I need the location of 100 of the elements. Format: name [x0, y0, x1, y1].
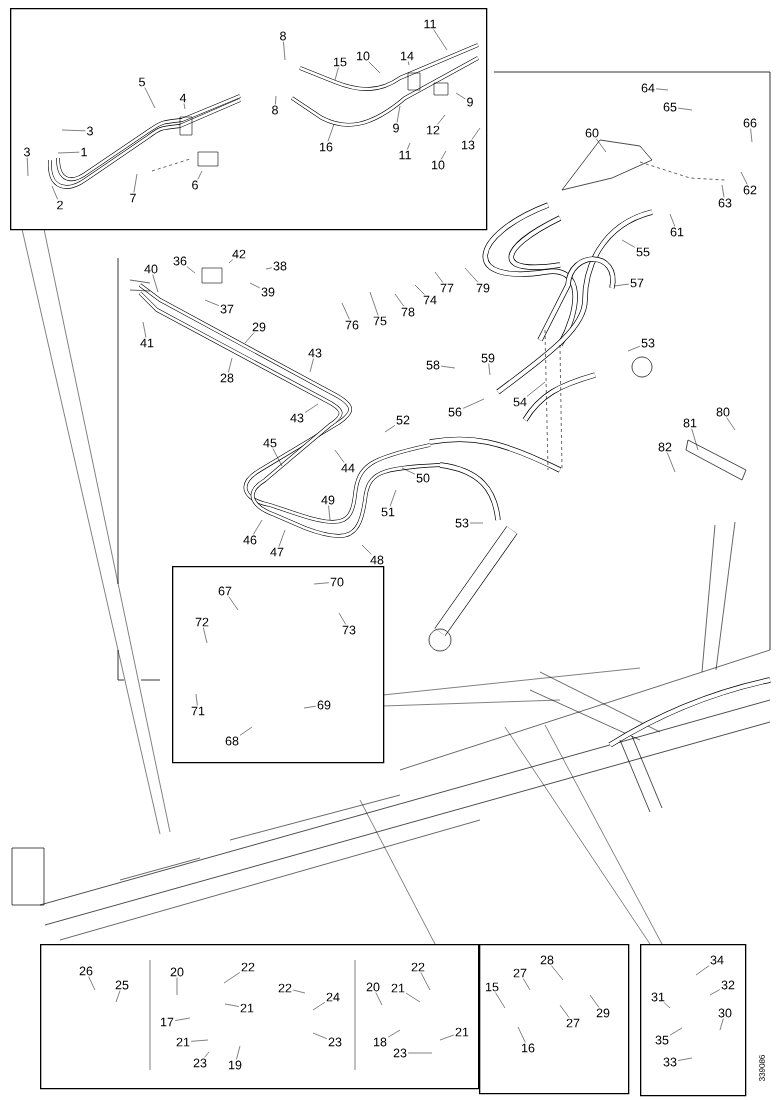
leader-line — [721, 184, 725, 198]
callout-number: 37 — [220, 304, 234, 314]
leader-line — [244, 332, 255, 344]
callout-number: 74 — [423, 295, 437, 305]
callout-number: 28 — [220, 373, 234, 383]
leader-line — [382, 667, 641, 696]
callout-number: 47 — [270, 547, 284, 557]
leader-line — [144, 87, 156, 109]
callout-number: 17 — [161, 1017, 174, 1027]
callout-number: 29 — [252, 322, 266, 332]
callout-number: 72 — [195, 617, 209, 627]
callout-number: 18 — [374, 1037, 387, 1047]
leader-line — [183, 103, 186, 110]
callout-number: 15 — [334, 57, 347, 67]
leader-line — [405, 992, 421, 1003]
leader-line — [361, 544, 372, 555]
leader-line — [368, 61, 381, 74]
callout-number: 9 — [393, 123, 399, 133]
callout-number: 52 — [396, 415, 410, 425]
callout-number: 5 — [139, 77, 145, 87]
leader-line — [283, 41, 286, 61]
callout-number: 43 — [290, 413, 304, 423]
callout-number: 79 — [476, 283, 490, 293]
inset-frame — [40, 944, 480, 1090]
leader-line — [382, 699, 561, 707]
callout-number: 82 — [658, 442, 672, 452]
leader-line — [621, 239, 636, 248]
leader-line — [51, 185, 58, 200]
callout-number: 8 — [272, 105, 278, 115]
leader-line — [228, 357, 233, 373]
leader-line — [338, 612, 346, 625]
leader-line — [401, 467, 416, 475]
callout-number: 19 — [229, 1060, 242, 1070]
leader-line — [719, 1018, 724, 1031]
leader-line — [434, 271, 444, 283]
callout-number: 13 — [462, 140, 475, 150]
callout-number: 23 — [328, 1037, 342, 1047]
callout-number: 78 — [401, 307, 415, 317]
leader-line — [313, 582, 330, 585]
leader-line — [224, 1003, 240, 1007]
leader-line — [236, 1045, 241, 1060]
callout-number: 27 — [513, 968, 527, 978]
callout-number: 4 — [179, 93, 187, 103]
callout-number: 26 — [79, 966, 93, 976]
callout-number: 70 — [330, 577, 344, 587]
callout-number: 22 — [278, 983, 292, 993]
leader-line — [57, 151, 80, 154]
callout-number: 50 — [416, 473, 430, 483]
callout-number: 39 — [261, 287, 275, 297]
leader-line — [726, 417, 736, 431]
inset-frame — [10, 8, 488, 231]
callout-number: 27 — [566, 1018, 580, 1028]
leader-line — [440, 150, 447, 160]
callout-number: 3 — [24, 147, 30, 157]
callout-number: 71 — [191, 706, 205, 716]
leader-line — [21, 228, 161, 835]
leader-line — [750, 128, 753, 143]
callout-number: 77 — [440, 283, 454, 293]
callout-number: 63 — [718, 198, 732, 208]
leader-line — [526, 381, 546, 397]
callout-number: 21 — [455, 1027, 469, 1037]
callout-number: 28 — [540, 955, 554, 965]
leader-line — [228, 259, 234, 264]
callout-number: 62 — [743, 185, 757, 195]
callout-number: 41 — [140, 338, 154, 348]
callout-number: 8 — [280, 31, 286, 41]
callout-number: 35 — [655, 1035, 669, 1045]
callout-number: 60 — [585, 128, 599, 138]
leader-line — [455, 92, 466, 100]
callout-number: 20 — [170, 967, 184, 977]
callout-number: 29 — [596, 1008, 610, 1018]
leader-line — [204, 299, 220, 306]
callout-number: 9 — [467, 97, 473, 107]
callout-number: 22 — [411, 962, 425, 972]
leader-line — [695, 965, 710, 976]
leader-line — [327, 123, 335, 142]
callout-number: 31 — [651, 992, 665, 1002]
callout-number: 64 — [641, 83, 655, 93]
leader-line — [595, 138, 607, 153]
leader-line — [504, 726, 651, 945]
callout-number: 80 — [716, 407, 730, 417]
leader-line — [203, 627, 208, 644]
callout-number: 66 — [743, 118, 757, 128]
leader-line — [488, 363, 491, 376]
leader-line — [174, 1017, 191, 1021]
leader-line — [495, 992, 506, 1009]
callout-number: 40 — [144, 264, 158, 274]
callout-number: 2 — [57, 200, 63, 210]
leader-line — [142, 321, 147, 338]
leader-line — [677, 107, 693, 111]
leader-line — [304, 403, 319, 413]
leader-line — [655, 88, 669, 91]
leader-line — [334, 449, 345, 463]
leader-line — [523, 978, 531, 991]
leader-line — [462, 398, 485, 409]
callout-number: 34 — [710, 955, 724, 965]
drawing-number: 339086 — [759, 1055, 765, 1082]
leader-line — [437, 114, 446, 125]
leader-line — [195, 693, 198, 706]
callout-number: 49 — [321, 495, 335, 505]
